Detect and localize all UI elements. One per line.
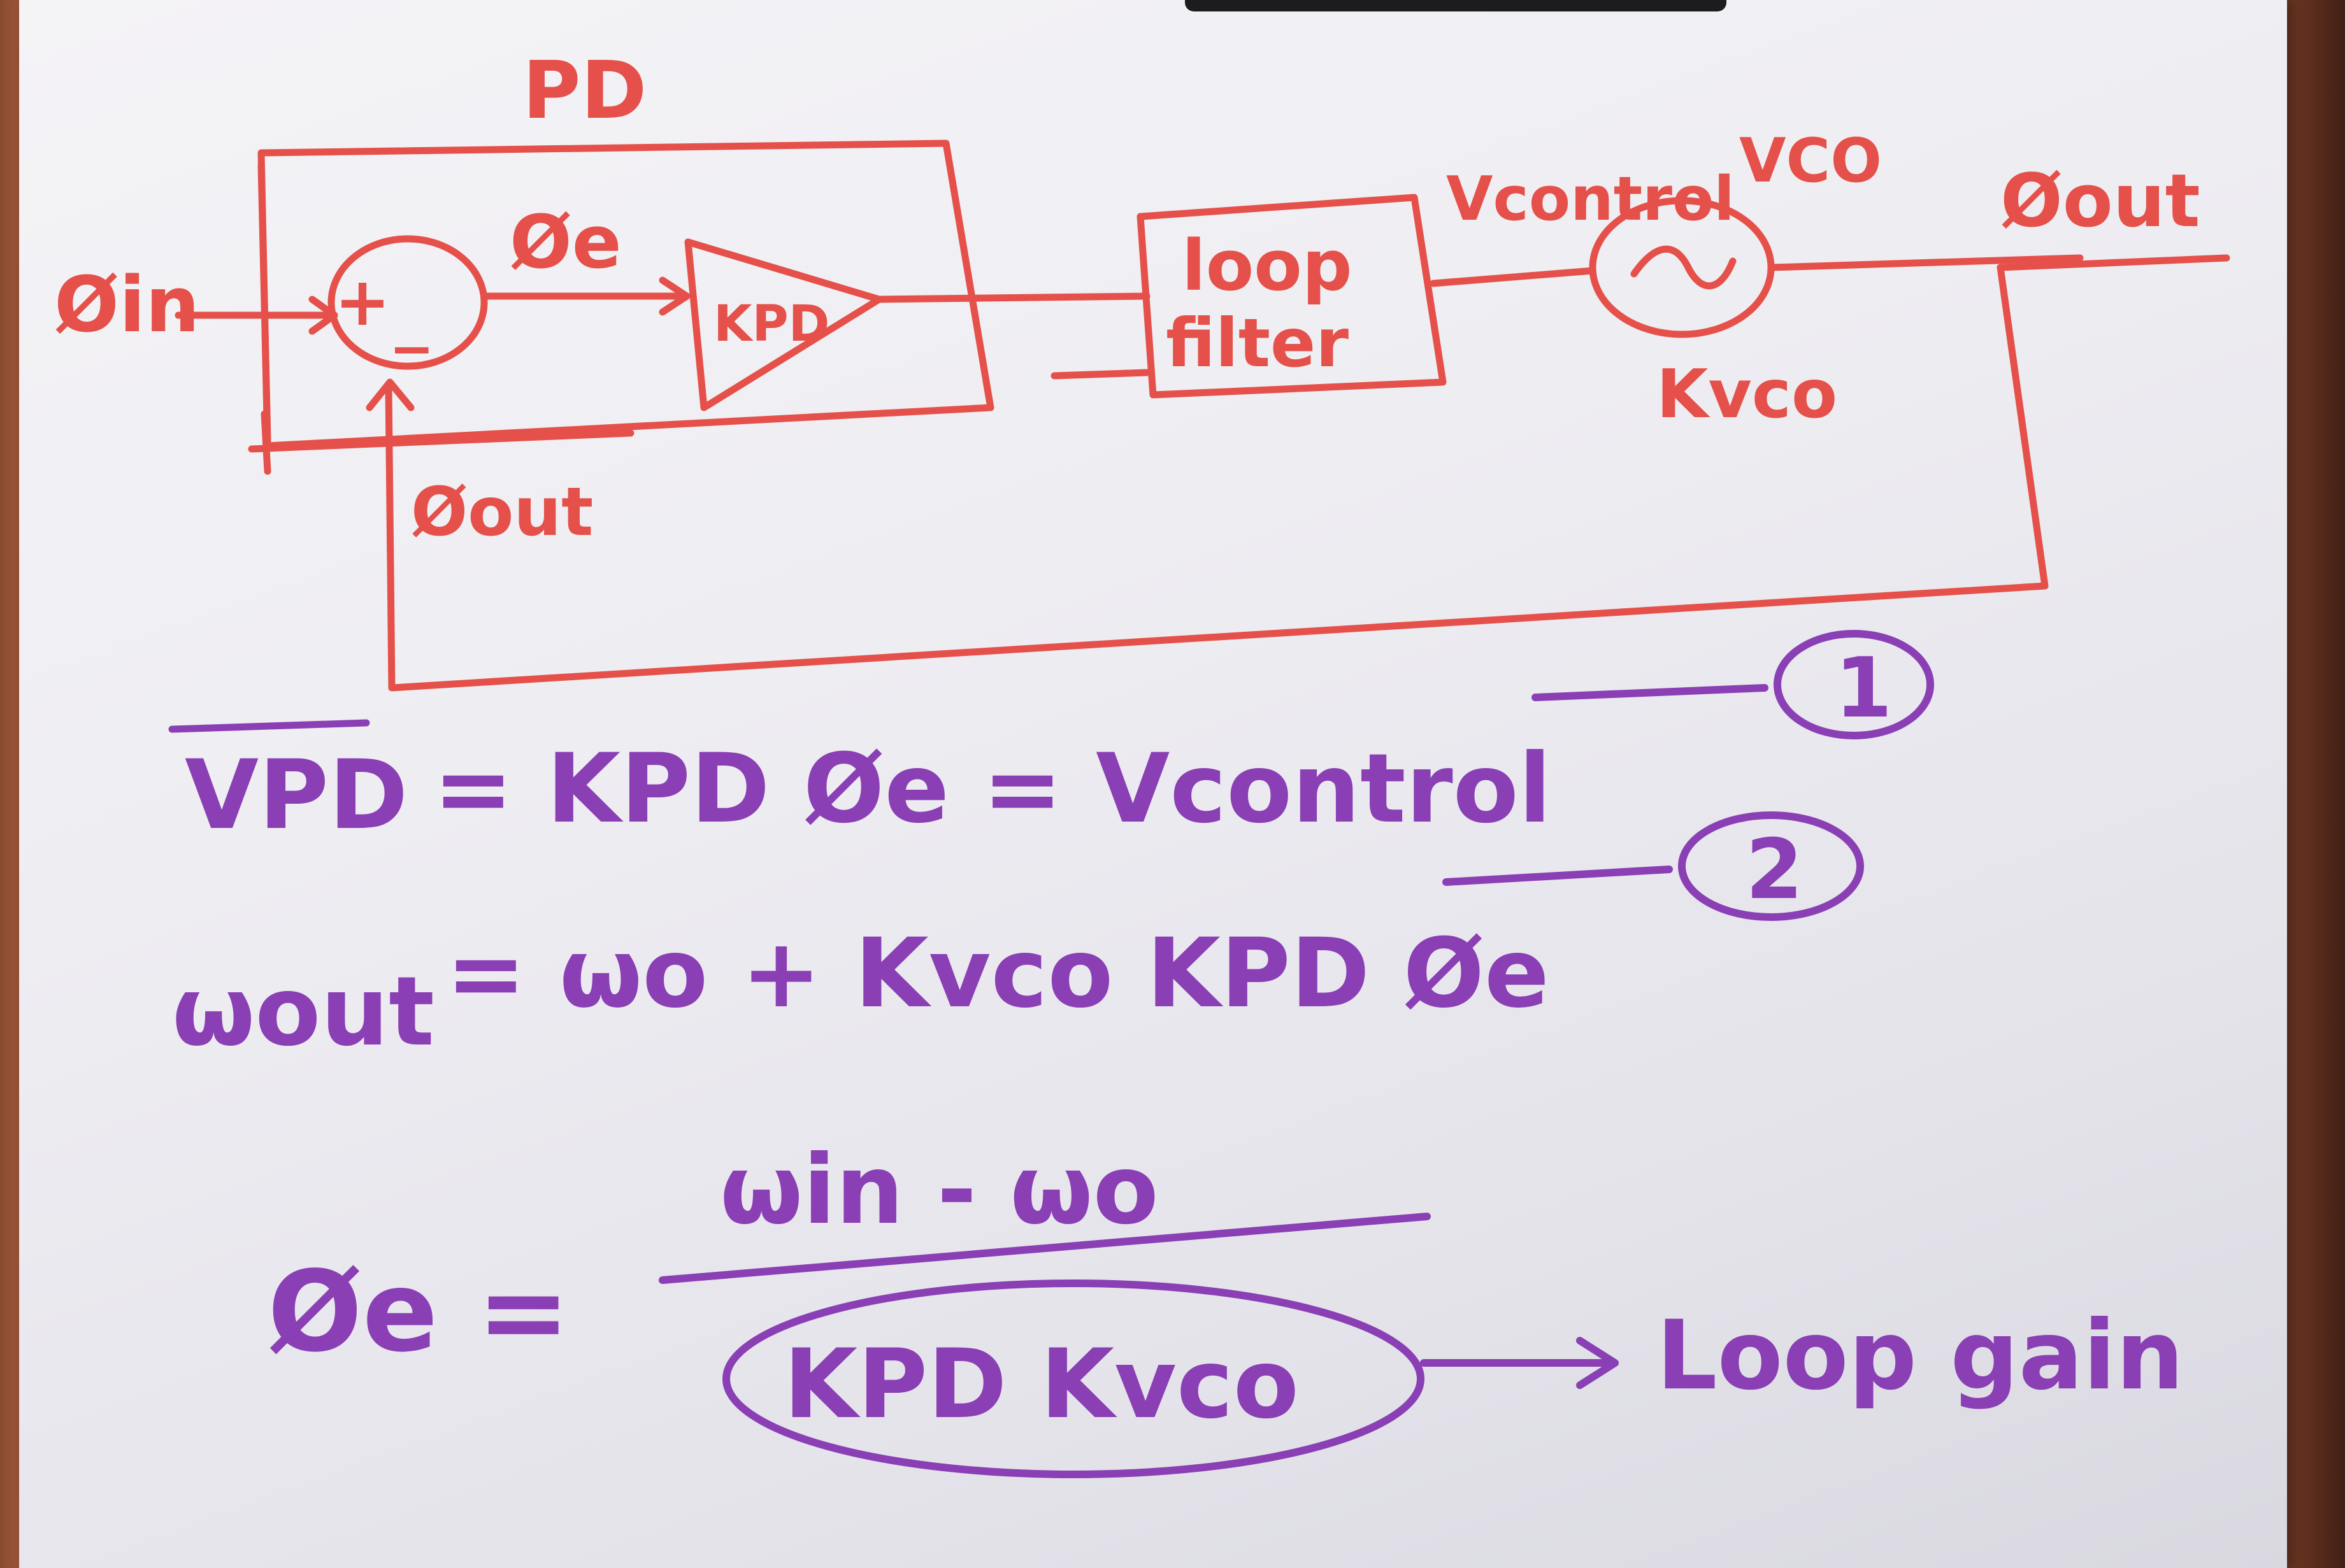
feedback-arrowhead [366,378,415,411]
eq3-lhs: Øe = [268,1248,570,1377]
vco-label: VCO [1739,126,1882,196]
output-tap-line [1997,254,2230,271]
eq1-leader-line [1531,684,1768,701]
eq2-rhs: = ωo + Kvco KPD Øe [446,918,1549,1029]
loop-gain-oval [722,1279,1424,1478]
filter-to-vco-line [1430,267,1596,287]
eq1-lhs: VPD [185,740,408,851]
filter-lower-line [1051,369,1151,380]
plus-sign: + [334,263,391,341]
kpd-label: KPD [714,296,829,353]
eq2-leader-line [1442,866,1673,886]
kvco-label: Kvco [1656,355,1837,433]
clipboard-clip [1185,0,1726,11]
loop-filter-label-1: loop [1182,225,1352,306]
diagram-labels: PD Øin + _ Øe KPD loop filter Vcontrol V… [54,45,2200,551]
phi-e-label: Øe [510,200,622,285]
feedback-path [385,264,2049,692]
pd-label: PD [522,45,647,137]
kpd-to-filter-line [875,292,1151,303]
vpd-overbar [168,719,370,733]
eq2-lhs: ωout [172,957,434,1067]
vcontrol-label: Vcontrol [1446,164,1735,234]
kpd-amplifier-triangle [684,238,883,411]
summing-junction [327,235,488,370]
summer-to-kpd-arrowhead [659,276,691,316]
vco-to-output-line [1767,254,2084,271]
phi-out-feedback-label: Øout [411,473,593,551]
inner-feedback-line [248,429,635,453]
phi-in-label: Øin [54,261,200,350]
loop-filter-box [1137,194,1447,399]
loop-gain-arrowhead [1576,1337,1619,1389]
input-arrowhead [308,296,338,335]
equations: VPD = KPD Øe = Vcontrol 1 ωout = ωo + Kv… [168,630,2184,1478]
eq3-fraction-bar [659,1213,1431,1284]
minus-sign: _ [395,276,429,353]
phi-out-label: Øout [2000,159,2200,244]
inner-vertical [257,162,271,443]
eq3-denominator: KPD Kvco [784,1329,1299,1440]
pll-block-diagram [175,139,2230,692]
eq2-number-circle [1678,811,1864,921]
eq1-number-circle [1774,630,1934,739]
vco-sine-symbol [1630,245,1737,290]
eq1-number: 1 [1835,639,1892,736]
eq3-numerator: ωin - ωo [720,1135,1159,1246]
loop-gain-label: Loop gain [1656,1301,2184,1411]
eq1-rhs: = KPD Øe = Vcontrol [433,734,1551,845]
eq2-number: 2 [1746,821,1803,918]
loop-filter-label-2: filter [1166,304,1349,382]
